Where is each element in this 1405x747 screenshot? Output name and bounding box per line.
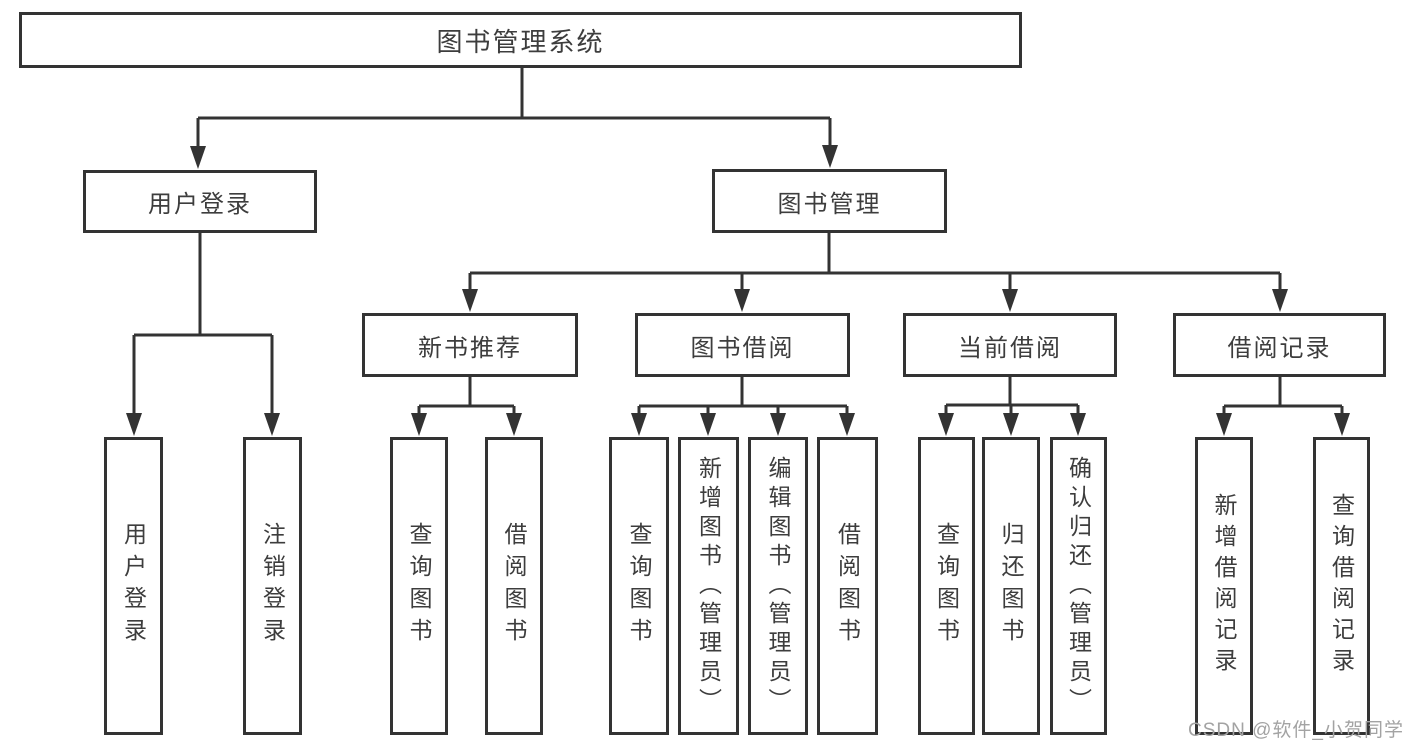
node-label: 查询图书	[933, 522, 960, 650]
node-label: 借阅记录	[1227, 334, 1332, 362]
leaf-query-books-borrowing: 查询图书	[609, 437, 669, 735]
arrow-icon	[734, 289, 750, 312]
node-label: 新书推荐	[418, 334, 522, 362]
arrow-icon	[1003, 413, 1019, 436]
connector-records	[1222, 377, 1344, 418]
node-label: 图书借阅	[690, 334, 795, 362]
connector-book-mgmt	[468, 233, 1282, 294]
leaf-return-book: 归还图书	[982, 437, 1040, 735]
arrow-icon	[822, 145, 838, 168]
node-book-borrowing: 图书借阅	[635, 313, 850, 377]
arrow-icon	[938, 413, 954, 436]
leaf-borrow-books: 借阅图书	[817, 437, 878, 735]
connector-current	[944, 377, 1080, 418]
node-label: 借阅图书	[501, 522, 527, 650]
arrow-icon	[1334, 413, 1350, 436]
node-label: 编辑图书（管理员）	[765, 455, 791, 717]
arrow-icon	[700, 413, 716, 436]
node-label: 借阅图书	[834, 522, 861, 650]
leaf-add-borrow-record: 新增借阅记录	[1195, 437, 1253, 735]
node-label: 确认归还（管理员）	[1065, 455, 1092, 717]
arrow-icon	[462, 289, 478, 312]
leaf-borrow-books-recommend: 借阅图书	[485, 437, 543, 735]
node-label: 用户登录	[120, 522, 147, 650]
leaf-edit-book-admin: 编辑图书（管理员）	[748, 437, 808, 735]
connector-new-book	[417, 377, 516, 418]
node-label: 当前借阅	[958, 334, 1062, 362]
node-label: 新增图书（管理员）	[695, 455, 722, 717]
leaf-add-book-admin: 新增图书（管理员）	[678, 437, 739, 735]
leaf-logout: 注销登录	[243, 437, 302, 735]
leaf-query-books-recommend: 查询图书	[390, 437, 448, 735]
arrow-icon	[126, 413, 142, 436]
arrow-icon	[770, 413, 786, 436]
arrowheads	[126, 145, 1350, 436]
arrow-icon	[1272, 289, 1288, 312]
node-borrow-records: 借阅记录	[1173, 313, 1386, 377]
node-label: 查询图书	[626, 522, 652, 650]
node-label: 查询图书	[406, 522, 432, 650]
connector-user-login	[132, 233, 274, 418]
connector-root	[196, 68, 832, 150]
node-label: 用户登录	[148, 191, 252, 218]
connector-borrowing	[637, 377, 849, 418]
node-label: 图书管理系统	[436, 26, 605, 57]
leaf-query-books-current: 查询图书	[918, 437, 975, 735]
node-label: 注销登录	[259, 522, 286, 650]
arrow-icon	[1002, 289, 1018, 312]
arrow-icon	[411, 413, 427, 436]
leaf-user-login: 用户登录	[104, 437, 163, 735]
node-user-login: 用户登录	[83, 170, 317, 233]
leaf-query-borrow-record: 查询借阅记录	[1313, 437, 1370, 735]
leaf-confirm-return-admin: 确认归还（管理员）	[1050, 437, 1107, 735]
node-label: 查询借阅记录	[1328, 493, 1355, 679]
arrow-icon	[1216, 413, 1232, 436]
watermark-text: CSDN @软件_小贺同学	[1188, 720, 1404, 741]
arrow-icon	[839, 413, 855, 436]
node-label: 图书管理	[777, 190, 882, 218]
arrow-icon	[264, 413, 280, 436]
node-current-borrowing: 当前借阅	[903, 313, 1117, 377]
node-label: 新增借阅记录	[1211, 493, 1237, 679]
arrow-icon	[631, 413, 647, 436]
node-label: 归还图书	[998, 522, 1024, 650]
node-book-management: 图书管理	[712, 169, 947, 233]
node-library-system: 图书管理系统	[19, 12, 1022, 68]
arrow-icon	[506, 413, 522, 436]
arrow-icon	[190, 146, 206, 169]
node-new-book-recommend: 新书推荐	[362, 313, 578, 377]
arrow-icon	[1070, 413, 1086, 436]
